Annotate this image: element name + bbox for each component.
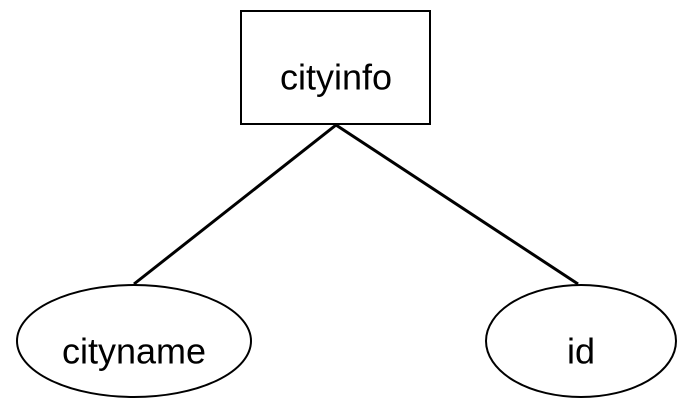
attribute-label-id: id [567,331,595,372]
entity-label: cityinfo [280,57,392,98]
entity-box-cityinfo [240,10,431,125]
attribute-ellipse-id [485,284,677,398]
connector-line-cityname [133,123,337,286]
connector-line-id [335,123,579,286]
attribute-label-cityname: cityname [62,331,206,372]
attribute-ellipse-cityname [16,284,252,398]
